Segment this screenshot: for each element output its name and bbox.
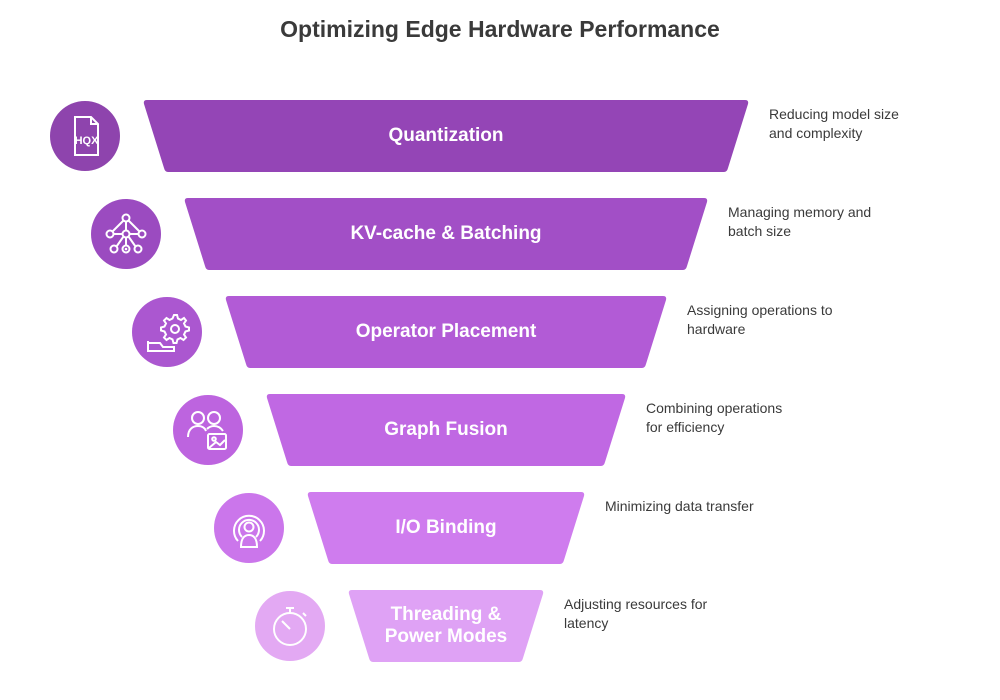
stage-description-operator-placement: Assigning operations to hardware (687, 302, 833, 337)
stage-icon-graph-fusion (173, 395, 243, 465)
file-hqx-icon: HQX (74, 116, 100, 156)
stage-icon-threading-power (255, 591, 325, 661)
network-nodes-icon (105, 213, 147, 254)
stopwatch-icon (273, 607, 307, 646)
stage-label-kv-cache: KV-cache & Batching (350, 223, 542, 244)
stage-icon-kv-cache (91, 199, 161, 269)
funnel-band (184, 198, 708, 270)
funnel-band (225, 296, 667, 368)
stage-icon-io-binding (214, 493, 284, 563)
stage-description-kv-cache: Managing memory and batch size (728, 204, 872, 239)
stage-label-quantization: Quantization (388, 125, 504, 146)
funnel-band (266, 394, 626, 466)
stage-description-graph-fusion: Combining operations for efficiency (646, 400, 783, 435)
stage-label-operator-placement: Operator Placement (355, 321, 537, 342)
stage-icon-quantization: HQX (50, 101, 120, 171)
stage-icon-operator-placement (132, 297, 202, 367)
funnel-band (143, 100, 749, 172)
icon-text: HQX (75, 135, 100, 147)
diagram-title: Optimizing Edge Hardware Performance (280, 16, 720, 42)
stage-description-io-binding: Minimizing data transfer (605, 498, 754, 514)
funnel-band (348, 590, 544, 662)
broadcast-person-icon (233, 514, 265, 548)
stage-label-threading-power: Threading & Power Modes (384, 604, 508, 647)
stage-description-threading-power: Adjusting resources for latency (564, 596, 708, 631)
gear-hand-icon (147, 314, 190, 352)
people-image-icon (187, 411, 227, 450)
funnel-band (307, 492, 585, 564)
stage-label-io-binding: I/O Binding (395, 517, 497, 538)
stage-label-graph-fusion: Graph Fusion (384, 419, 508, 440)
stage-description-quantization: Reducing model size and complexity (769, 106, 899, 141)
